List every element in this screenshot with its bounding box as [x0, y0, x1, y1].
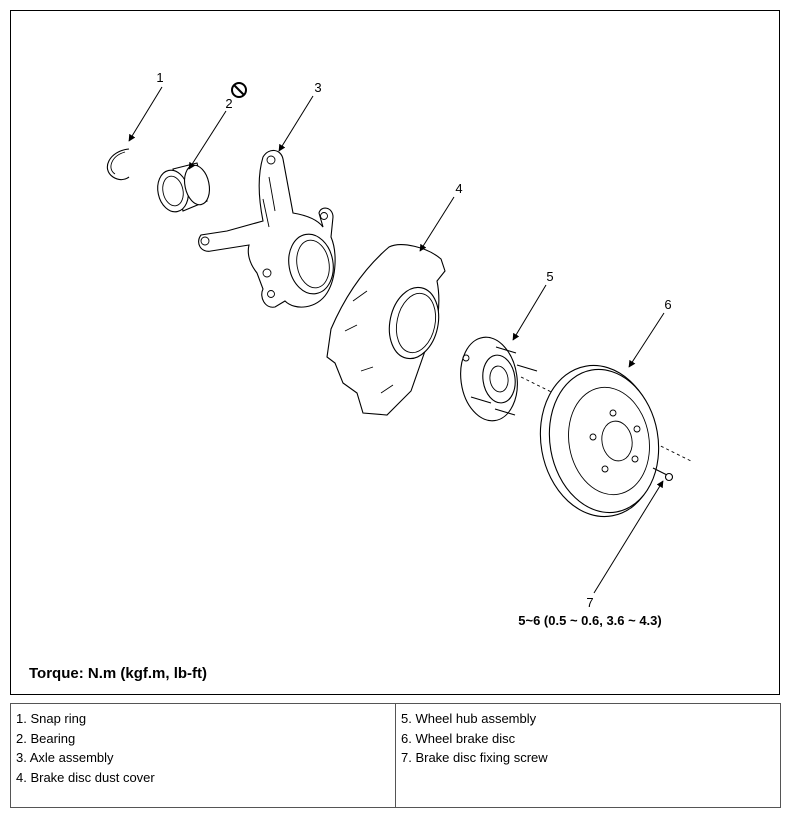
axle-assembly-part	[198, 149, 336, 308]
brake-disc-fixing-screw-part	[652, 467, 674, 482]
legend-item: 7. Brake disc fixing screw	[401, 750, 548, 765]
wheel-hub-assembly-part	[460, 336, 692, 462]
exploded-view-drawing: 1 2 3 4 5 6 7 5~6 (0.5 ~ 0.6, 3.6 ~ 4.3)	[106, 70, 692, 628]
callout-4: 4	[455, 181, 462, 196]
callout-1: 1	[156, 70, 163, 85]
legend-item: 3. Axle assembly	[16, 750, 114, 765]
legend-item: 5. Wheel hub assembly	[401, 711, 537, 726]
leader-line-2	[188, 110, 227, 170]
prohibited-icon	[231, 82, 247, 98]
legend-item: 1. Snap ring	[16, 711, 87, 726]
callout-6: 6	[664, 297, 671, 312]
legend-item: 2. Bearing	[16, 730, 76, 746]
callout-7: 7	[586, 595, 593, 610]
leader-line-5	[512, 284, 547, 341]
legend-item: 6. Wheel brake disc	[401, 730, 516, 746]
legend-column-left: 1. Snap ring 2. Bearing 3. Axle assembly…	[11, 704, 395, 807]
callout-5: 5	[546, 269, 553, 284]
leader-line-1	[128, 86, 163, 142]
leader-line-6	[628, 312, 665, 368]
torque-spec-label: 5~6 (0.5 ~ 0.6, 3.6 ~ 4.3)	[518, 613, 661, 628]
torque-units-note: Torque: N.m (kgf.m, lb-ft)	[29, 665, 208, 682]
legend-column-right: 5. Wheel hub assembly 6. Wheel brake dis…	[395, 704, 780, 807]
exploded-view-figure: 1 2 3 4 5 6 7 5~6 (0.5 ~ 0.6, 3.6 ~ 4.3)…	[10, 10, 780, 695]
bearing-part	[157, 162, 211, 213]
callout-3: 3	[314, 80, 321, 95]
parts-legend-table: 1. Snap ring 2. Bearing 3. Axle assembly…	[10, 703, 781, 808]
brake-disc-dust-cover-part	[326, 244, 446, 416]
leader-line-4	[419, 196, 455, 252]
leader-line-7	[593, 480, 664, 594]
leader-line-3	[278, 95, 314, 152]
snap-ring-part	[106, 148, 130, 181]
callout-2: 2	[225, 96, 232, 111]
legend-item: 4. Brake disc dust cover	[16, 769, 155, 785]
wheel-brake-disc-part	[539, 364, 660, 518]
